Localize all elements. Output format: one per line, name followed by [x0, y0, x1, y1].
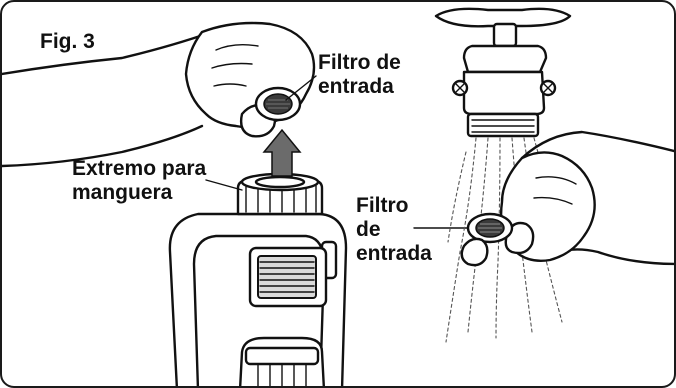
label-hose-end: Extremo para manguera: [72, 157, 207, 204]
faucet-icon: [434, 7, 572, 138]
label-inlet-filter-right: Filtro de entrada: [356, 194, 432, 265]
up-arrow-icon: [262, 128, 302, 177]
right-hand: [460, 130, 674, 267]
label-inlet-filter-left: Filtro de entrada: [318, 51, 401, 98]
figure-title: Fig. 3: [40, 30, 95, 53]
left-hand: [2, 21, 316, 168]
hose-timer-device: [168, 172, 348, 386]
